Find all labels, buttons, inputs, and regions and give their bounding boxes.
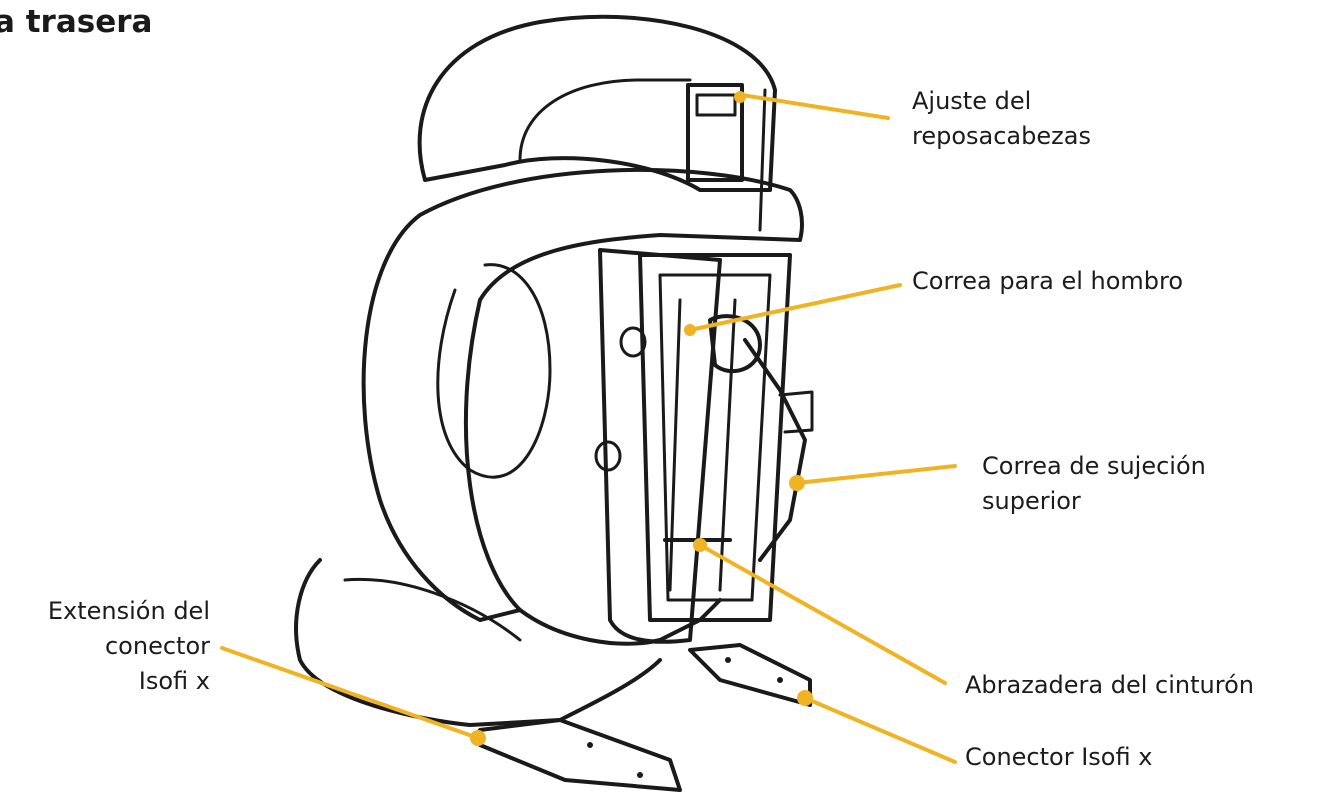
isofix-bolt-left-2 [637,772,643,778]
shoulder-strap-buckle [708,314,762,374]
top-tether-hook [778,390,814,434]
leader-dot-belt-clamp [693,538,707,552]
callout-shoulder-strap: Correa para el hombro [912,267,1184,295]
leader-isofix-extension [220,646,480,740]
backrest-outer-wing [361,168,804,622]
leader-top-tether [795,464,957,485]
back-hole-bottom [594,440,622,472]
belt-guide-inner [658,273,772,602]
backrest-inner-curve [436,263,552,479]
back-hole-top [619,326,647,358]
back-panel [598,248,722,644]
isofix-bolt-right-2 [777,677,783,683]
leader-shoulder-strap [688,283,902,332]
leader-dot-isofix-extension [470,730,486,746]
page-title: a trasera [0,4,153,40]
top-tether-strap [743,338,807,562]
isofix-rail-right [688,643,812,707]
isofix-rail-left [478,718,682,792]
leader-dot-shoulder-strap [684,324,696,336]
headrest-adjust-slot [695,93,737,117]
seat-cushion [294,558,662,727]
callout-isofix-extension: Extensión del conector Isofi x [47,597,210,695]
callout-isofix-connector: Conector Isofi x [965,743,1153,771]
belt-guide-rail-left [668,298,682,592]
isofix-bolt-right-1 [725,657,731,663]
callout-headrest-adjust: Ajuste del reposacabezas [912,87,1091,150]
headrest-inner-outline [518,78,692,162]
leader-belt-clamp [698,543,947,685]
leader-dot-headrest-adjust [734,91,746,103]
belt-guide-frame [638,253,792,622]
leader-isofix-connector [803,696,957,764]
leader-dot-isofix-connector [797,690,813,706]
leader-dot-top-tether [789,475,805,491]
callout-top-tether: Correa de sujeción superior [982,452,1206,515]
leader-headrest-adjust [740,93,890,120]
callout-belt-clamp: Abrazadera del cinturón [965,671,1254,699]
belt-guide-rail-right [718,298,737,592]
isofix-bolt-left-1 [587,742,593,748]
headrest-frame-rail [758,88,767,232]
headrest-outline [417,14,777,192]
seat-cushion-inner [343,577,522,642]
